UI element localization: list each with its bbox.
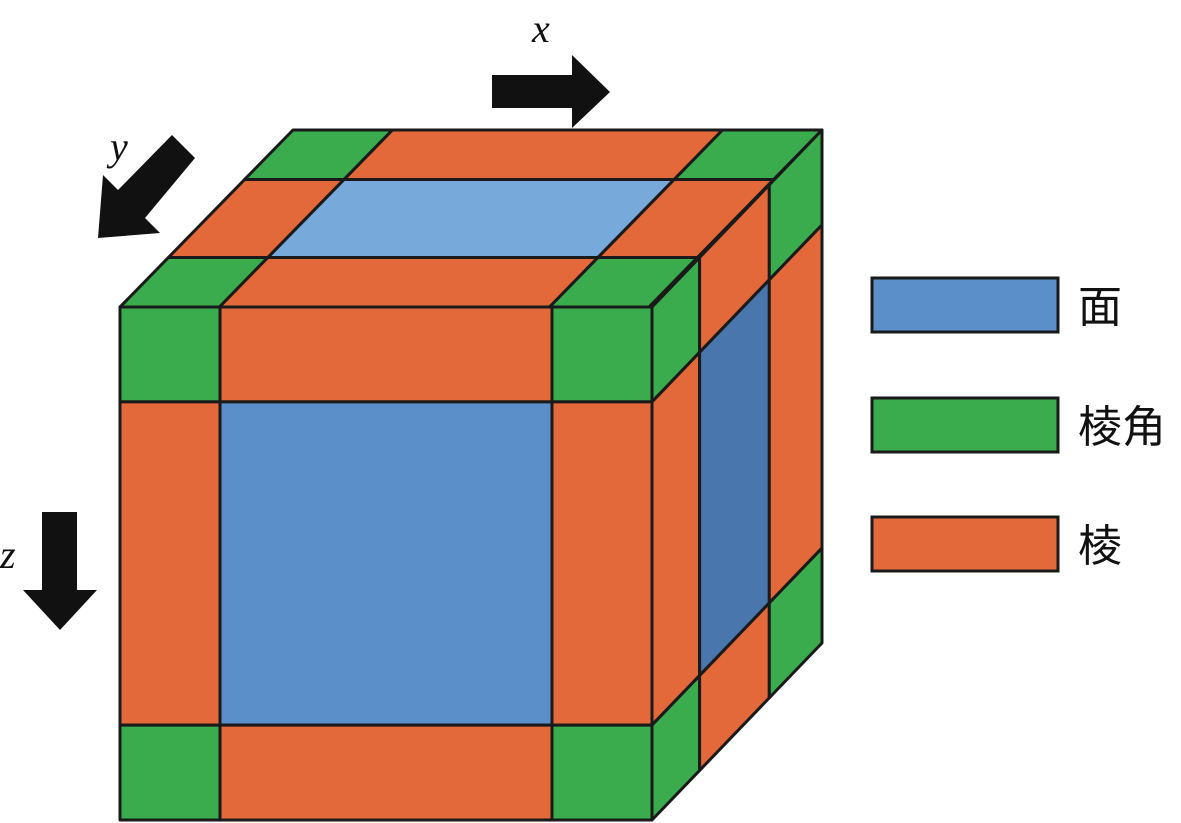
- z-axis-label: z: [0, 532, 16, 577]
- top-edge-cell: [217, 255, 600, 309]
- right-edge-cell: [650, 350, 702, 727]
- front-corner-cell: [118, 723, 222, 822]
- legend-swatch-edge: [870, 515, 1060, 573]
- y-axis-label: y: [106, 124, 128, 169]
- legend-swatch-corner: [870, 396, 1060, 454]
- legend-swatch-face: [870, 276, 1060, 334]
- x-axis-label: x: [531, 6, 550, 51]
- front-face-cell: [218, 400, 554, 727]
- cube: [118, 128, 824, 822]
- x-arrow-icon: [492, 55, 610, 128]
- y-arrow-icon: [98, 135, 195, 238]
- legend-label-corner: 棱角: [1078, 402, 1166, 453]
- front-edge-cell: [218, 305, 554, 404]
- right-corner-cell: [767, 546, 824, 700]
- legend-label-face: 面: [1078, 282, 1122, 333]
- front-corner-cell: [550, 723, 654, 822]
- right-edge-cell: [767, 223, 824, 605]
- z-arrow-icon: [23, 512, 97, 630]
- front-edge-cell: [550, 400, 654, 727]
- front-edge-cell: [118, 400, 222, 727]
- front-corner-cell: [118, 305, 222, 404]
- legend-label-edge: 棱: [1078, 521, 1122, 572]
- front-corner-cell: [550, 305, 654, 404]
- top-edge-cell: [342, 128, 725, 182]
- front-edge-cell: [218, 723, 554, 822]
- legend: 面 棱角 棱: [870, 276, 1166, 573]
